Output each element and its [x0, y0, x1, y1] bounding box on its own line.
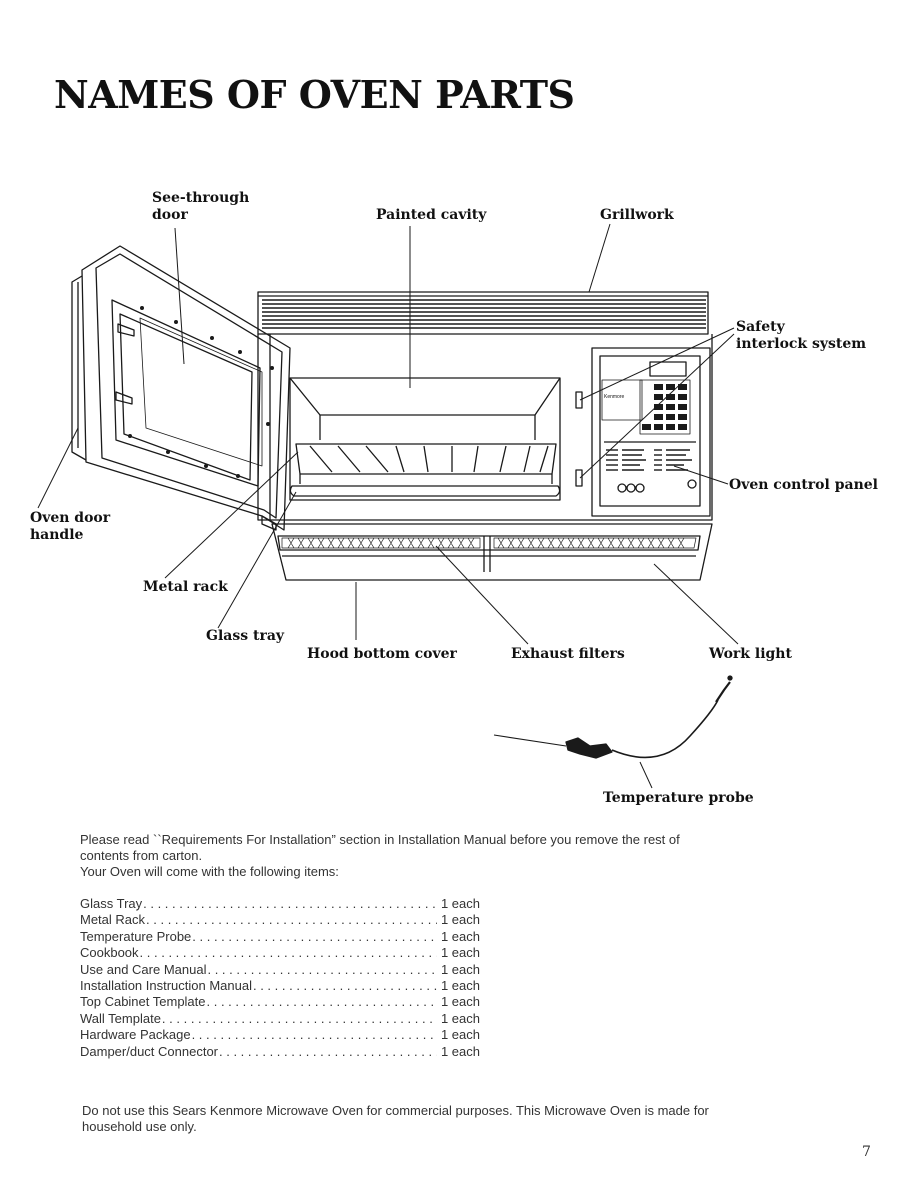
metal-rack — [295, 443, 557, 484]
label-hood-bottom-cover: Hood bottom cover — [307, 646, 457, 662]
list-item: Cookbook 1 each — [80, 945, 480, 961]
item-name: Top Cabinet Template — [80, 994, 206, 1010]
label-oven-door-handle-line1: Oven door — [30, 510, 111, 526]
item-qty: 1 each — [440, 1043, 480, 1059]
label-oven-control-panel: Oven control panel — [729, 477, 878, 493]
control-panel: Kenmore — [591, 347, 711, 517]
list-item: Temperature Probe 1 each — [80, 929, 480, 945]
intro-line-2: contents from carton. — [80, 848, 203, 863]
label-grillwork: Grillwork — [600, 207, 674, 223]
see-through-door — [71, 245, 291, 531]
hood-bottom-cover — [271, 523, 713, 581]
label-glass-tray: Glass tray — [206, 628, 285, 644]
label-painted-cavity: Painted cavity — [376, 207, 487, 223]
glass-tray — [289, 485, 561, 497]
label-exhaust-filters: Exhaust filters — [511, 646, 625, 662]
label-safety-line1: Safety — [736, 319, 785, 335]
item-qty: 1 each — [440, 961, 480, 977]
item-name: Installation Instruction Manual — [80, 978, 252, 994]
label-oven-door-handle-line2: handle — [30, 527, 84, 543]
items-list: Glass Tray 1 each Metal Rack 1 each Temper… — [80, 896, 480, 1060]
list-item: Glass Tray 1 each — [80, 896, 480, 912]
item-name: Glass Tray — [80, 896, 143, 911]
item-name: Wall Template — [80, 1010, 161, 1026]
panel-brand: Kenmore — [604, 394, 625, 400]
temperature-probe — [493, 675, 733, 759]
label-temperature-probe: Temperature probe — [603, 790, 754, 806]
exhaust-filters — [281, 537, 697, 549]
item-name: Temperature Probe — [80, 928, 192, 944]
item-qty: 1 each — [440, 912, 480, 928]
label-see-through-door-line2: door — [152, 207, 188, 223]
item-qty: 1 each — [440, 1010, 480, 1026]
item-name: Metal Rack — [80, 912, 146, 928]
oven-door-handle — [71, 275, 135, 461]
item-qty: 1 each — [440, 1027, 480, 1043]
item-name: Cookbook — [80, 945, 139, 961]
item-qty: 1 each — [440, 928, 480, 944]
footer-line-2: household use only. — [82, 1119, 197, 1134]
item-qty: 1 each — [440, 896, 480, 911]
label-safety-line2: interlock system — [736, 336, 867, 352]
label-see-through-door-line1: See-through — [152, 190, 250, 206]
label-work-light: Work light — [709, 646, 792, 662]
label-metal-rack: Metal rack — [143, 579, 228, 595]
page-title: NAMES OF OVEN PARTS — [54, 72, 575, 117]
list-item: Wall Template 1 each — [80, 1011, 480, 1027]
list-item: Damper/duct Connector 1 each — [80, 1044, 480, 1060]
intro-line-1: Please read ``Requirements For Installat… — [80, 832, 680, 847]
list-item: Top Cabinet Template 1 each — [80, 994, 480, 1010]
item-name: Hardware Package — [80, 1027, 191, 1043]
item-qty: 1 each — [440, 978, 480, 994]
intro-line-3: Your Oven will come with the following i… — [80, 864, 339, 879]
grillwork — [257, 291, 709, 335]
page-number: 7 — [862, 1144, 871, 1160]
leader-lines — [37, 223, 739, 789]
item-qty: 1 each — [440, 994, 480, 1010]
footer-line-1: Do not use this Sears Kenmore Microwave … — [82, 1103, 709, 1118]
list-item: Hardware Package 1 each — [80, 1027, 480, 1043]
item-qty: 1 each — [440, 945, 480, 961]
oven-body: Kenmore — [257, 291, 713, 581]
item-name: Damper/duct Connector — [80, 1043, 219, 1059]
list-item: Metal Rack 1 each — [80, 912, 480, 928]
list-item: Use and Care Manual 1 each — [80, 962, 480, 978]
item-name: Use and Care Manual — [80, 961, 207, 977]
list-item: Installation Instruction Manual 1 each — [80, 978, 480, 994]
